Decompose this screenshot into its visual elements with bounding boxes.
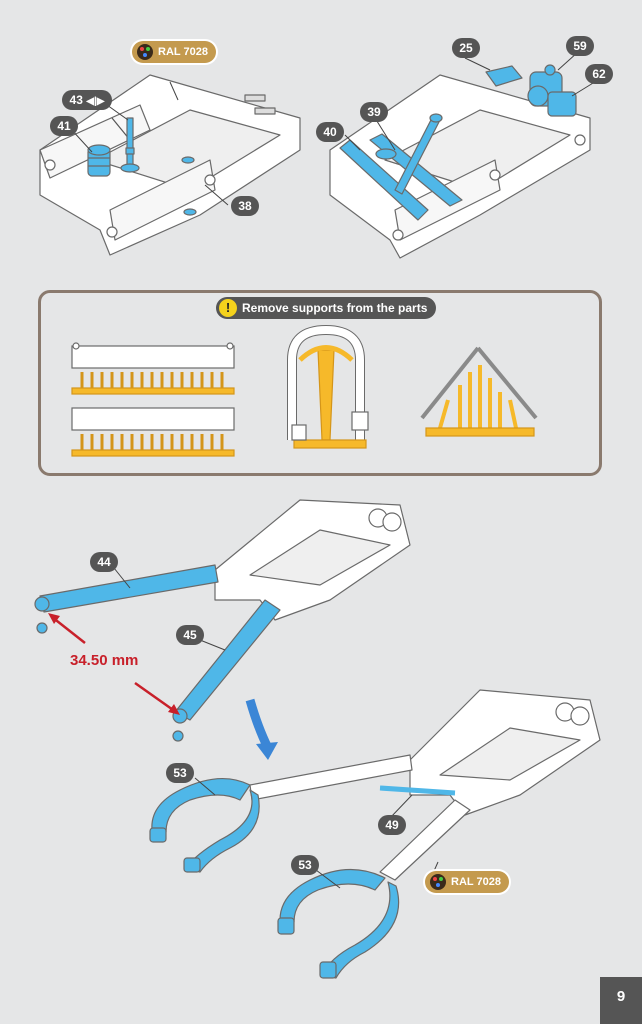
adjust-arrows-icon: ◀|▶ [86,96,105,107]
callout-62: 62 [585,64,613,84]
palette-icon [137,44,153,60]
part-44-arm [34,564,219,634]
callout-53-upper: 53 [166,763,194,783]
callout-40: 40 [316,122,344,142]
frame-assembly-1 [39,74,301,256]
part-41-spring [87,144,111,177]
callout-59: 59 [566,36,594,56]
callout-38: 38 [231,196,259,216]
part-53-fork-upper [149,777,260,873]
part-53-fork-lower [277,868,400,979]
dimension-arrows [48,613,180,715]
ral-color-tag-bottom: RAL 7028 [425,871,509,893]
frame-assembly-4 [249,689,601,881]
ral-color-tag-top: RAL 7028 [132,41,216,63]
part-39-cylinder [375,113,443,195]
warning-banner: ! Remove supports from the parts [216,297,437,319]
frame-assembly-3 [214,499,411,621]
callout-25: 25 [452,38,480,58]
measurement-label: 34.50 mm [70,652,139,669]
page-number: 9 [600,977,642,1024]
callout-44: 44 [90,552,118,572]
callout-43: 43 ◀|▶ [62,90,112,110]
part-45-arm [172,599,281,742]
exclamation-icon: ! [219,299,237,317]
palette-icon [430,874,446,890]
part-59-62-pump [527,64,577,117]
part-38-bushing [181,156,195,164]
ral-label: RAL 7028 [158,46,208,58]
callout-45: 45 [176,625,204,645]
warning-text: Remove supports from the parts [242,301,428,315]
part-25-bracket [485,65,523,87]
step-arrow-icon [245,698,273,751]
part-43-pin [120,117,140,173]
callout-39: 39 [360,102,388,122]
part-49-rod [379,785,456,796]
part-38-bushing-lower [183,208,197,216]
callout-49: 49 [378,815,406,835]
callout-53-lower: 53 [291,855,319,875]
callout-41: 41 [50,116,78,136]
ral-label: RAL 7028 [451,876,501,888]
